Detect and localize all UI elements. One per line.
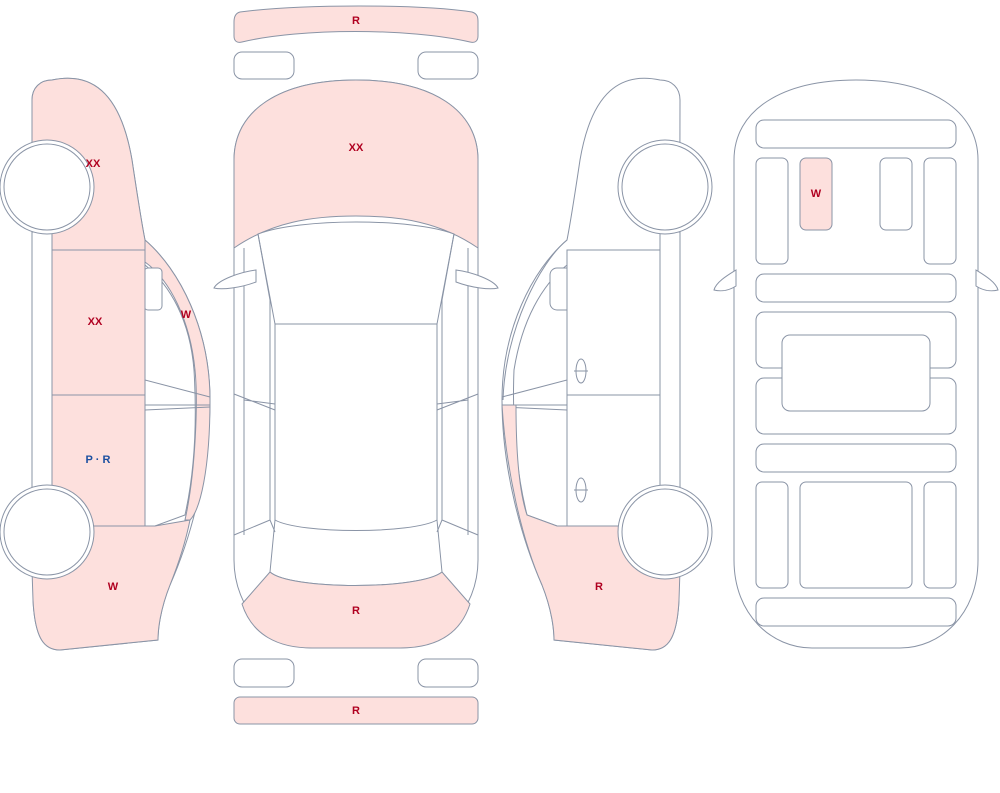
top-hood-label: XX (349, 142, 364, 154)
interior-center-console[interactable] (781, 334, 931, 412)
interior-view: W (713, 79, 999, 649)
top-windshield[interactable] (257, 221, 455, 325)
interior-front-console[interactable] (755, 273, 957, 303)
interior-cargo[interactable] (755, 597, 957, 627)
interior-passenger-seat[interactable] (879, 157, 913, 231)
top-rear-bumper-label: R (352, 705, 360, 717)
top-right-mirror[interactable] (455, 269, 499, 290)
top-right-headlight[interactable] (417, 51, 479, 80)
left-front-door-label: XX (88, 316, 103, 328)
top-front-bumper-label: R (352, 15, 360, 27)
left-side-view: XX XX W P · R W (0, 77, 211, 651)
interior-rear-left-seat[interactable] (755, 481, 789, 589)
left-window-glass (144, 263, 196, 527)
interior-driver-seat[interactable] (799, 157, 833, 231)
top-hood[interactable] (233, 79, 479, 249)
left-rear-quarter-label: W (108, 581, 119, 593)
interior-right-panel[interactable] (923, 157, 957, 265)
interior-right-mirror[interactable] (975, 269, 999, 292)
top-trunk[interactable] (241, 571, 471, 649)
interior-rear-right-seat[interactable] (923, 481, 957, 589)
right-door-handle-lines (501, 370, 588, 491)
right-side-view: R (501, 77, 713, 651)
left-mirror[interactable] (143, 267, 163, 311)
interior-left-mirror[interactable] (713, 269, 737, 292)
top-rear-bumper[interactable] (233, 696, 479, 725)
right-window-glass (513, 263, 568, 527)
top-left-taillight[interactable] (233, 658, 295, 688)
right-rear-quarter[interactable] (501, 404, 681, 651)
left-door-handle-line (144, 379, 211, 411)
right-rear-quarter-label: R (595, 581, 603, 593)
top-trunk-label: R (352, 605, 360, 617)
top-right-taillight[interactable] (417, 658, 479, 688)
interior-seat-label: W (811, 188, 822, 200)
top-side-lines (233, 233, 479, 536)
interior-dashboard[interactable] (755, 119, 957, 149)
top-front-bumper[interactable] (233, 5, 479, 43)
interior-left-panel[interactable] (755, 157, 789, 265)
left-window-label: W (181, 309, 192, 321)
top-left-mirror[interactable] (213, 269, 257, 290)
top-view: R XX R R (213, 5, 499, 725)
top-roof[interactable] (274, 323, 438, 533)
top-left-headlight[interactable] (233, 51, 295, 80)
interior-rear-console[interactable] (755, 443, 957, 473)
left-rear-door-label: P · R (86, 454, 111, 466)
interior-rear-bench[interactable] (799, 481, 913, 589)
left-front-fender-label: XX (86, 158, 101, 170)
